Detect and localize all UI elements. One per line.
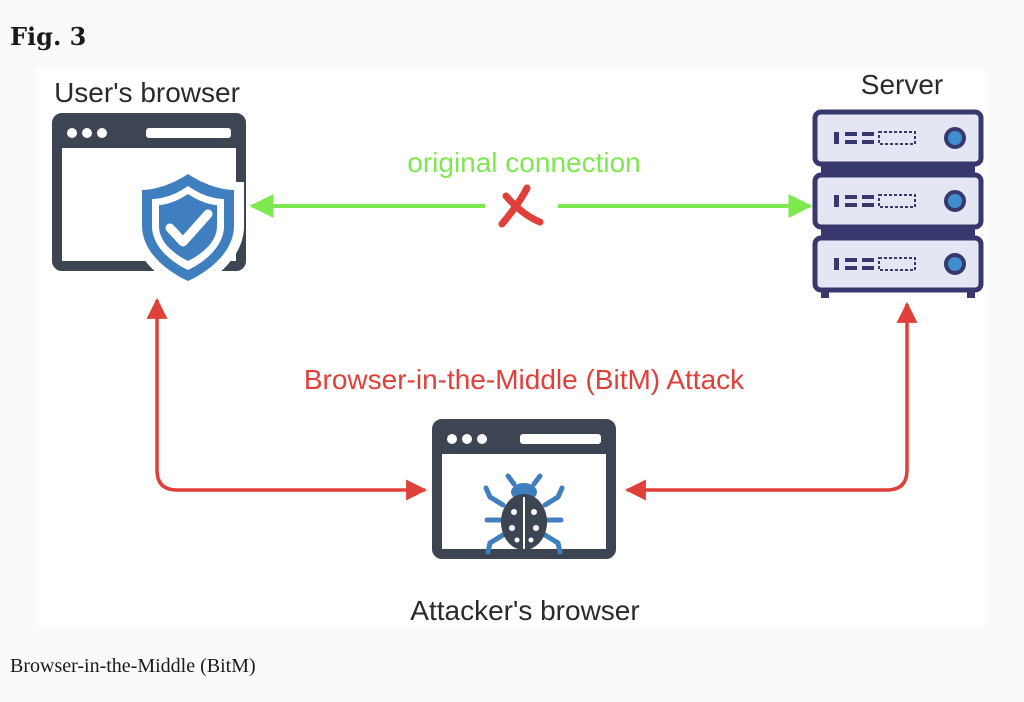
attacker-browser-label: Attacker's browser <box>410 595 639 626</box>
browser-window-bug-icon <box>432 419 616 559</box>
shield-icon <box>132 163 244 293</box>
attack-path-user-to-attacker <box>146 297 428 501</box>
attack-label: Browser-in-the-Middle (BitM) Attack <box>304 364 745 395</box>
bug-icon <box>483 473 565 555</box>
attack-path-attacker-to-server <box>624 301 918 501</box>
figure-label: Fig. 3 <box>10 22 87 51</box>
server-rack-icon <box>812 109 984 298</box>
figure-caption: Browser-in-the-Middle (BitM) <box>10 655 256 677</box>
red-x-icon <box>498 184 544 228</box>
original-connection-label: original connection <box>407 147 641 178</box>
user-browser-label: User's browser <box>54 77 240 108</box>
server-label: Server <box>861 69 943 100</box>
browser-window-shield-icon <box>52 113 246 293</box>
